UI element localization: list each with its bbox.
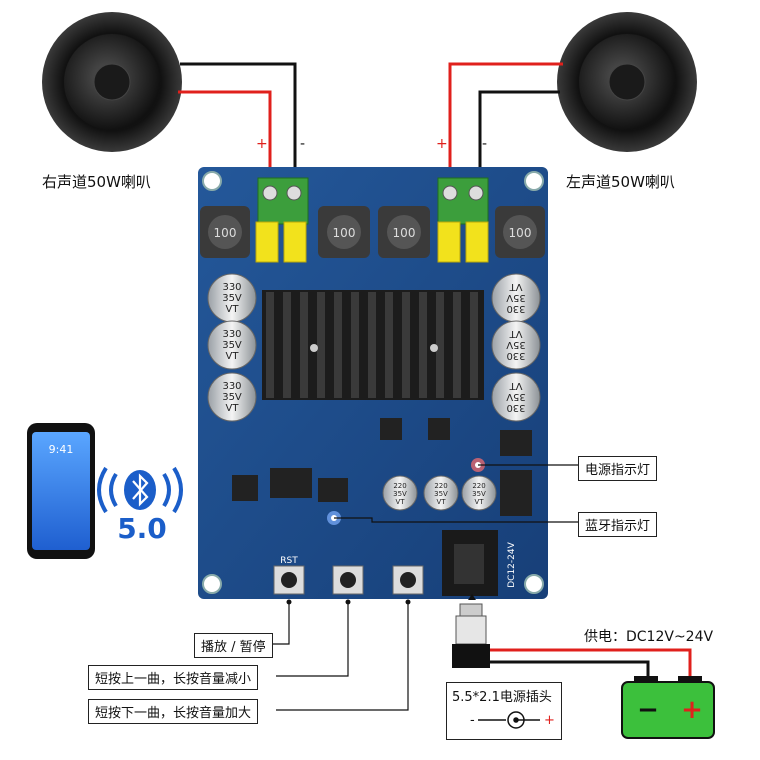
film-capacitors	[255, 221, 489, 263]
rst-label: RST	[280, 556, 298, 566]
polarity-minus: -	[470, 713, 475, 728]
capacitor-label: 35V	[506, 292, 526, 303]
capacitor-label: VT	[226, 351, 240, 362]
heatsink-fin	[351, 292, 359, 398]
heatsink-fin	[266, 292, 274, 398]
inductor-label: 100	[214, 226, 237, 240]
capacitor-label: 330	[506, 402, 525, 413]
small-capacitor-label: 220	[434, 482, 447, 490]
capacitor-label: 35V	[222, 340, 242, 351]
capacitor-label: 35V	[222, 392, 242, 403]
heatsink-fin	[368, 292, 376, 398]
small-capacitor-label: 35V	[472, 490, 486, 498]
speaker-terminal-right	[257, 177, 309, 225]
bluetooth-version: 5.0	[117, 512, 167, 545]
small-capacitor-label: 35V	[393, 490, 407, 498]
capacitor-label: VT	[226, 304, 240, 315]
plug-label: 5.5*2.1电源插头	[452, 690, 552, 705]
small-capacitor-label: VT	[436, 498, 446, 506]
prev-track-label: 短按上一曲，长按音量减小	[88, 665, 259, 690]
capacitor-label: 35V	[222, 293, 242, 304]
dc-jack	[442, 530, 498, 596]
next-track-label: 短按下一曲，长按音量加大	[88, 699, 259, 724]
left-minus: -	[482, 136, 487, 152]
right-plus: +	[256, 136, 268, 152]
small-capacitor-label: 220	[393, 482, 406, 490]
speaker-wires	[178, 62, 563, 178]
dc-voltage-label: DC12-24V	[507, 541, 517, 587]
capacitor-label: VT	[226, 403, 240, 414]
capacitor-label: 330	[506, 350, 525, 361]
plug-label-box	[446, 682, 562, 740]
capacitor-label: VT	[509, 328, 523, 339]
heatsink-fin	[419, 292, 427, 398]
capacitor-label: VT	[509, 281, 523, 292]
polarity-symbol	[478, 711, 540, 729]
phone-time: 9:41	[49, 443, 74, 456]
heatsink-fin	[402, 292, 410, 398]
capacitor-label: 330	[222, 381, 241, 392]
heatsink-fin	[385, 292, 393, 398]
capacitor-label: VT	[509, 380, 523, 391]
right-speaker-label: 右声道50W喇叭	[42, 173, 151, 191]
right-minus: -	[300, 136, 305, 152]
capacitor-label: 330	[222, 282, 241, 293]
battery	[621, 676, 715, 739]
small-capacitor-label: 220	[472, 482, 485, 490]
small-capacitor-label: 35V	[434, 490, 448, 498]
left-speaker	[557, 12, 697, 152]
inductor-label: 100	[393, 226, 416, 240]
phone	[27, 423, 95, 559]
power-plug	[452, 594, 490, 668]
capacitor-label: 330	[222, 329, 241, 340]
supply-voltage-label: 供电：DC12V~24V	[584, 629, 714, 645]
battery-minus: −	[637, 695, 659, 725]
play-pause-label: 播放 / 暂停	[194, 633, 273, 658]
bluetooth-indicator-label: 蓝牙指示灯	[578, 512, 658, 537]
speaker-terminal-left	[437, 177, 489, 225]
battery-plus: +	[681, 695, 703, 725]
ics	[232, 418, 532, 516]
heatsink-fin	[300, 292, 308, 398]
heatsink	[262, 290, 484, 400]
heatsink-fin	[334, 292, 342, 398]
bluetooth-icon	[97, 466, 183, 514]
heatsink-fin	[283, 292, 291, 398]
small-capacitor-label: VT	[474, 498, 484, 506]
inductor-label: 100	[333, 226, 356, 240]
heatsink-fin	[436, 292, 444, 398]
left-speaker-label: 左声道50W喇叭	[566, 173, 675, 191]
power-indicator-label: 电源指示灯	[578, 456, 658, 481]
small-capacitor-label: VT	[395, 498, 405, 506]
left-plus: +	[436, 136, 448, 152]
capacitor-label: 35V	[506, 339, 526, 350]
heatsink-fin	[470, 292, 478, 398]
right-speaker	[42, 12, 182, 152]
buttons	[273, 565, 424, 595]
capacitor-label: 330	[506, 303, 525, 314]
capacitor-label: 35V	[506, 391, 526, 402]
heatsink-fin	[453, 292, 461, 398]
polarity-plus: +	[544, 713, 555, 728]
inductors	[200, 206, 545, 258]
inductor-label: 100	[509, 226, 532, 240]
heatsink-fin	[317, 292, 325, 398]
